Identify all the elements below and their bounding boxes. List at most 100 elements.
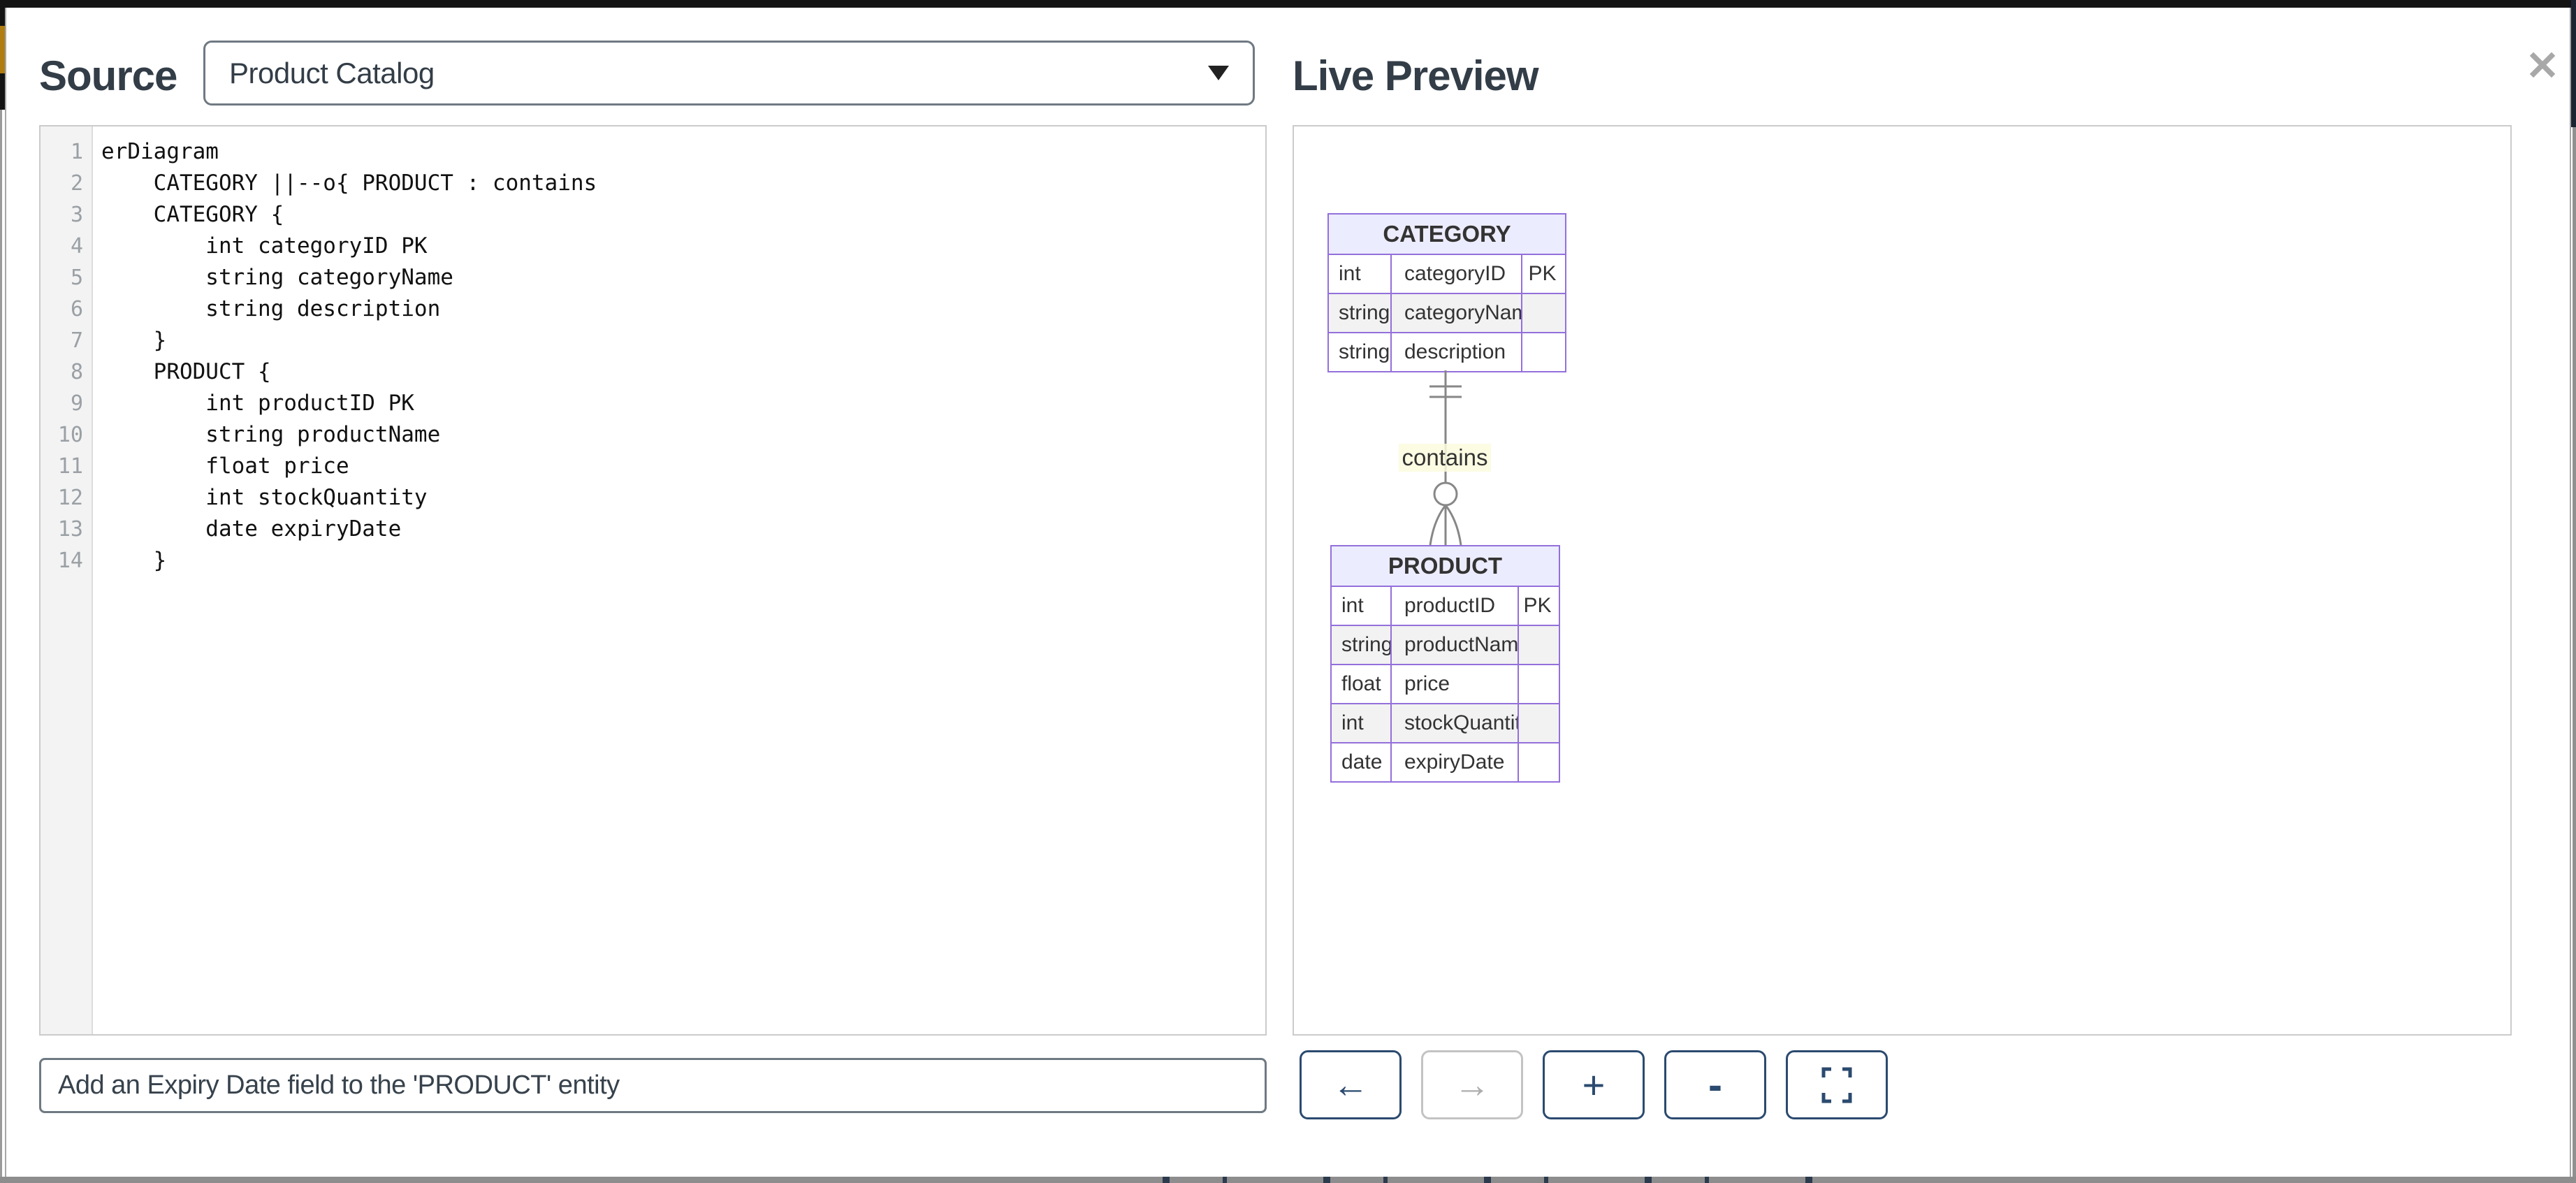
live-preview-canvas: CATEGORY int categoryID PK string catego… xyxy=(1293,125,2512,1036)
line-number: 9 xyxy=(70,391,83,416)
arrow-left-icon: ← xyxy=(1332,1064,1369,1105)
code-text: string productName xyxy=(101,422,441,447)
attribute-type: date xyxy=(1332,743,1392,781)
code-line: 6 string description xyxy=(41,293,1265,325)
minus-icon: - xyxy=(1708,1061,1722,1108)
diagram-editor-modal: Source Product Catalog Live Preview ✕ 1 … xyxy=(5,8,2571,1177)
line-number: 2 xyxy=(70,171,83,196)
chevron-down-icon xyxy=(1208,66,1229,80)
source-code-editor[interactable]: 1 erDiagram 2 CATEGORY ||--o{ PRODUCT : … xyxy=(39,125,1267,1036)
code-text: string categoryName xyxy=(101,265,453,290)
code-line: 2 CATEGORY ||--o{ PRODUCT : contains xyxy=(41,168,1265,199)
attribute-row: int productID PK xyxy=(1332,587,1559,626)
code-text: date expiryDate xyxy=(101,516,402,542)
attribute-name: expiryDate xyxy=(1392,743,1519,781)
code-text: CATEGORY ||--o{ PRODUCT : contains xyxy=(101,170,597,196)
attribute-row: date expiryDate xyxy=(1332,743,1559,781)
line-number: 14 xyxy=(57,549,83,573)
code-line: 10 string productName xyxy=(41,419,1265,451)
line-number: 3 xyxy=(70,203,83,227)
line-number: 5 xyxy=(70,266,83,290)
code-text: } xyxy=(101,328,167,353)
line-number: 12 xyxy=(57,486,83,510)
fullscreen-button[interactable] xyxy=(1786,1050,1888,1119)
attribute-type: int xyxy=(1332,704,1392,742)
page-left-accent xyxy=(0,26,5,73)
undo-button[interactable]: ← xyxy=(1300,1050,1402,1119)
attribute-key xyxy=(1519,665,1556,703)
line-number: 13 xyxy=(57,517,83,542)
attribute-name: productID xyxy=(1392,587,1519,625)
relationship-label: contains xyxy=(1399,444,1491,472)
attribute-type: float xyxy=(1332,665,1392,703)
plus-icon: + xyxy=(1582,1062,1606,1107)
line-number: 4 xyxy=(70,234,83,259)
attribute-row: string productName xyxy=(1332,626,1559,665)
line-number: 1 xyxy=(70,140,83,164)
attribute-key xyxy=(1519,704,1556,742)
fullscreen-icon xyxy=(1821,1067,1852,1103)
attribute-key xyxy=(1519,626,1556,664)
code-line: 9 int productID PK xyxy=(41,388,1265,419)
code-line: 8 PRODUCT { xyxy=(41,356,1265,388)
code-line: 14 } xyxy=(41,545,1265,576)
attribute-row: int categoryID PK xyxy=(1329,255,1565,294)
code-text: erDiagram xyxy=(101,139,219,164)
page-right-edge xyxy=(2571,0,2576,127)
code-text: } xyxy=(101,548,167,573)
attribute-key: PK xyxy=(1523,594,1552,617)
page-right-border xyxy=(2573,127,2576,1177)
line-number: 11 xyxy=(57,454,83,479)
live-preview-title: Live Preview xyxy=(1293,52,1539,99)
entity-table-product: PRODUCT int productID PK string productN… xyxy=(1330,545,1560,783)
zoom-out-button[interactable]: - xyxy=(1664,1050,1766,1119)
attribute-row: string categoryName xyxy=(1329,294,1565,333)
code-line: 5 string categoryName xyxy=(41,262,1265,293)
line-number: 6 xyxy=(70,297,83,321)
ai-prompt-input[interactable] xyxy=(39,1058,1267,1113)
code-text: string description xyxy=(101,296,441,321)
attribute-key xyxy=(1522,333,1562,371)
code-text: int categoryID PK xyxy=(101,233,428,259)
attribute-name: description xyxy=(1392,333,1522,371)
entity-rows: int productID PK string productName floa… xyxy=(1332,587,1559,781)
attribute-type: int xyxy=(1332,587,1392,625)
code-text: int stockQuantity xyxy=(101,485,428,510)
code-line: 11 float price xyxy=(41,451,1265,482)
attribute-type: string xyxy=(1332,626,1392,664)
diagram-select-value: Product Catalog xyxy=(229,56,435,89)
zoom-in-button[interactable]: + xyxy=(1543,1050,1645,1119)
attribute-key xyxy=(1519,743,1556,781)
attribute-row: int stockQuantity xyxy=(1332,704,1559,743)
source-panel-title: Source xyxy=(39,52,177,99)
line-number: 8 xyxy=(70,360,83,384)
occluded-page-text xyxy=(1118,1177,1851,1183)
close-icon[interactable]: ✕ xyxy=(2525,43,2560,89)
attribute-name: productName xyxy=(1392,626,1519,664)
attribute-name: stockQuantity xyxy=(1392,704,1519,742)
attribute-type: int xyxy=(1329,255,1392,293)
attribute-row: string description xyxy=(1329,333,1565,371)
redo-button[interactable]: → xyxy=(1421,1050,1523,1119)
attribute-key xyxy=(1522,294,1562,332)
attribute-type: string xyxy=(1329,294,1392,332)
entity-name: PRODUCT xyxy=(1332,546,1559,587)
code-line: 4 int categoryID PK xyxy=(41,231,1265,262)
page-left-border xyxy=(0,110,2,1177)
attribute-type: string xyxy=(1329,333,1392,371)
code-line: 13 date expiryDate xyxy=(41,514,1265,545)
line-number: 10 xyxy=(57,423,83,447)
code-text: PRODUCT { xyxy=(101,359,271,384)
entity-table-category: CATEGORY int categoryID PK string catego… xyxy=(1327,213,1566,372)
attribute-row: float price xyxy=(1332,665,1559,704)
line-number: 7 xyxy=(70,328,83,353)
entity-rows: int categoryID PK string categoryName st… xyxy=(1329,255,1565,371)
diagram-select[interactable]: Product Catalog xyxy=(203,41,1255,106)
line-number-gutter xyxy=(41,126,93,1034)
code-text: int productID PK xyxy=(101,391,414,416)
code-text: CATEGORY { xyxy=(101,202,284,227)
entity-name: CATEGORY xyxy=(1329,215,1565,255)
code-line: 7 } xyxy=(41,325,1265,356)
page-top-edge xyxy=(0,0,2576,8)
attribute-name: price xyxy=(1392,665,1519,703)
